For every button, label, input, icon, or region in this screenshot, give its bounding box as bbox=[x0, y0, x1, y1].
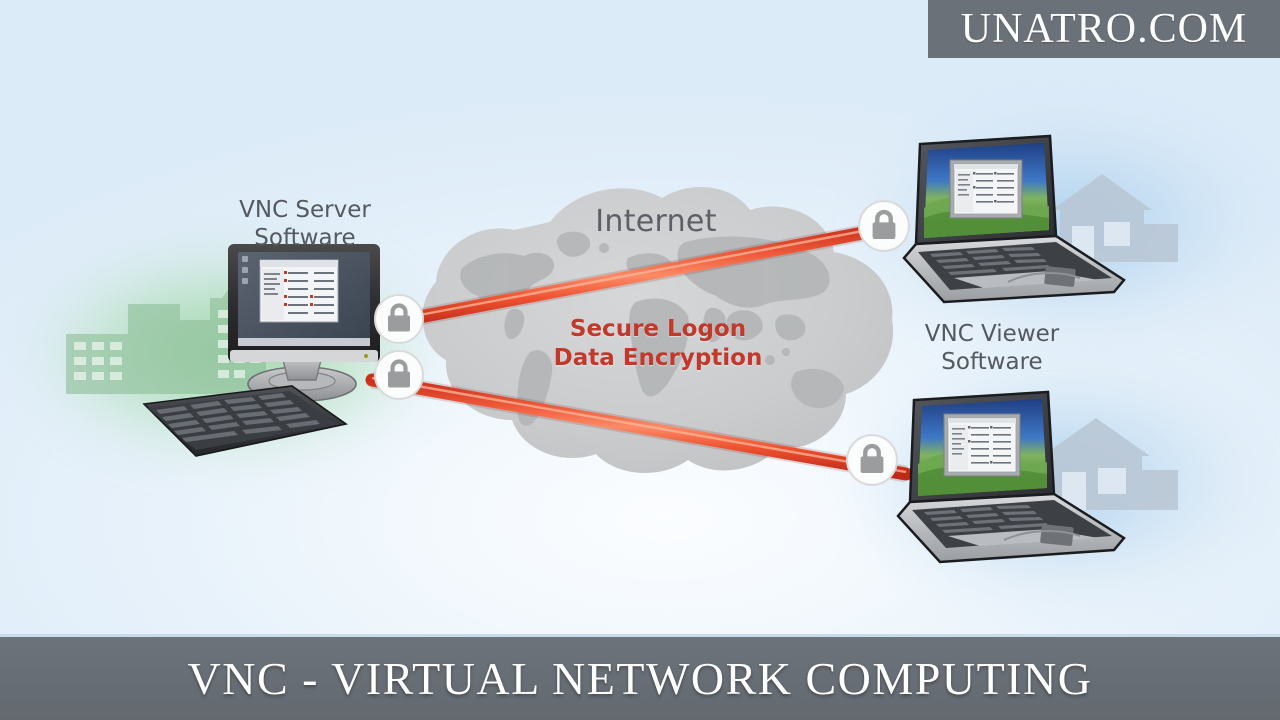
internet-cloud bbox=[422, 186, 894, 473]
title-banner: VNC - VIRTUAL NETWORK COMPUTING bbox=[0, 634, 1280, 720]
secure-logon-line2: Data Encryption bbox=[553, 345, 763, 372]
house-silhouette-top bbox=[1052, 174, 1178, 262]
padlock-icon bbox=[374, 350, 424, 400]
vnc-viewer-laptop-top bbox=[902, 134, 1126, 304]
padlock-icon bbox=[858, 200, 910, 252]
server-keyboard bbox=[142, 385, 348, 457]
vnc-server-label-line2: Software bbox=[254, 225, 356, 252]
vnc-viewer-label-line2: Software bbox=[941, 349, 1043, 376]
padlock-icon bbox=[374, 294, 424, 344]
padlock-icon bbox=[846, 434, 898, 486]
internet-label: Internet bbox=[595, 204, 717, 239]
secure-logon-line1: Secure Logon bbox=[569, 316, 747, 342]
secure-logon-label: Secure Logon Data Encryption bbox=[518, 315, 798, 373]
tunnel-lower bbox=[365, 371, 913, 483]
vnc-server-label-line1: VNC Server bbox=[239, 197, 371, 223]
watermark-text: UNATRO.COM bbox=[960, 6, 1248, 52]
site-watermark: UNATRO.COM bbox=[928, 0, 1280, 58]
vnc-server-label: VNC Server Software bbox=[218, 196, 392, 252]
vnc-viewer-laptop-bottom bbox=[896, 390, 1126, 564]
banner-title: VNC - VIRTUAL NETWORK COMPUTING bbox=[187, 652, 1093, 704]
city-buildings-silhouette bbox=[66, 268, 266, 394]
house-silhouette-bottom bbox=[1042, 418, 1178, 510]
vnc-viewer-label: VNC Viewer Software bbox=[904, 320, 1080, 376]
vnc-viewer-label-line1: VNC Viewer bbox=[924, 321, 1060, 347]
tunnel-upper bbox=[365, 217, 907, 335]
vnc-server-monitor bbox=[228, 244, 380, 402]
